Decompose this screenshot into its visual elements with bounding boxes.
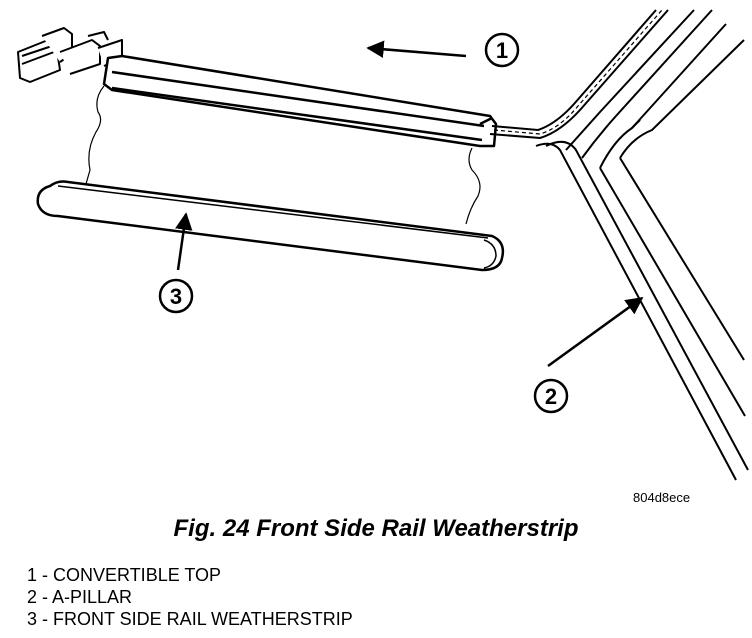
callout-1: 1 — [366, 32, 520, 68]
weatherstrip — [36, 180, 505, 272]
callout-2-circle — [533, 378, 569, 414]
alignment-lines — [85, 85, 481, 225]
figure-code: 804d8ece — [633, 490, 691, 505]
a-pillar — [489, 9, 749, 481]
windshield-seal-dash — [493, 9, 663, 135]
exploded-diagram: 1 2 3 — [17, 9, 749, 481]
callout-3-circle — [158, 278, 194, 314]
callout-2: 2 — [533, 296, 644, 414]
legend-item: 3 - FRONT SIDE RAIL WEATHERSTRIP — [27, 609, 353, 629]
figure-caption: Fig. 24 Front Side Rail Weatherstrip — [173, 515, 579, 542]
side-rail — [102, 54, 498, 148]
callout-3-arrow — [175, 212, 193, 271]
callout-1-circle — [484, 32, 520, 68]
callout-3: 3 — [158, 212, 194, 314]
callout-1-arrow — [366, 40, 467, 59]
legend-item: 1 - CONVERTIBLE TOP — [27, 565, 222, 585]
callout-2-number: 2 — [545, 384, 557, 409]
callout-2-arrow — [547, 296, 644, 368]
legend: 1 - CONVERTIBLE TOP 2 - A-PILLAR 3 - FRO… — [27, 564, 353, 630]
callout-1-number: 1 — [496, 38, 508, 63]
callout-3-number: 3 — [170, 284, 182, 309]
legend-item: 2 - A-PILLAR — [27, 587, 133, 607]
